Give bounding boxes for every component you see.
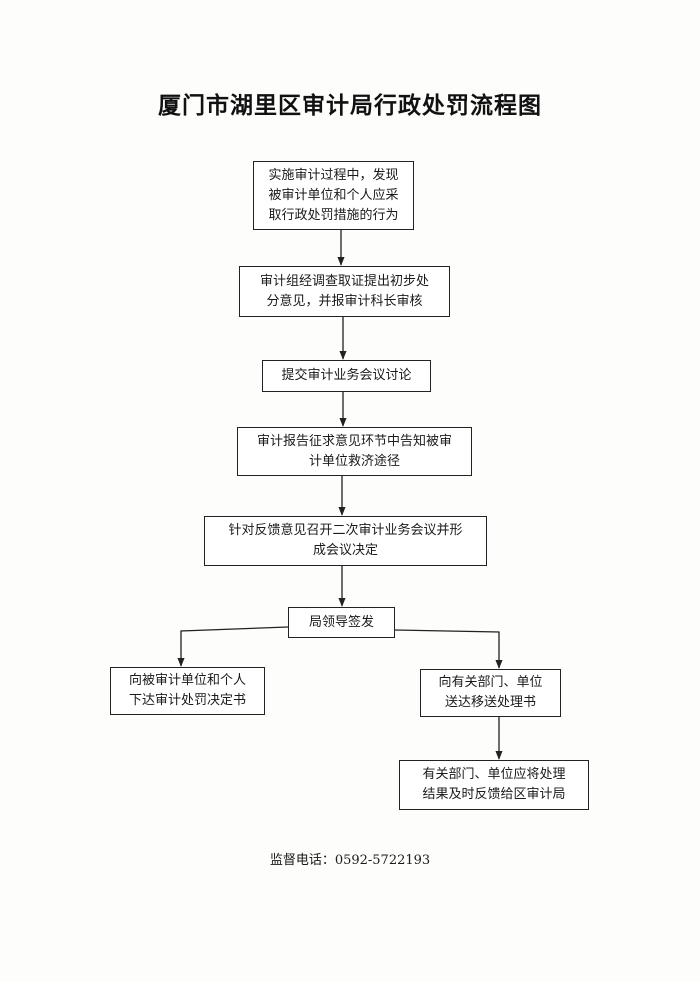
arrow-step6-to-step7 <box>177 626 289 667</box>
step-1-line-2: 被审计单位和个人应采 <box>268 187 399 203</box>
step-9-line-1: 有关部门、单位应将处理 <box>422 767 566 782</box>
step-5-box: 针对反馈意见召开二次审计业务会议并形 成会议决定 <box>204 516 487 566</box>
step-3-line-1: 提交审计业务会议讨论 <box>281 368 412 383</box>
step-4-line-2: 计单位救济途径 <box>308 453 400 469</box>
step-8-line-2: 送达移送处理书 <box>444 695 536 710</box>
step-7-line-1: 向被审计单位和个人 <box>128 673 246 688</box>
step-2-box: 审计组经调查取证提出初步处 分意见，并报审计科长审核 <box>239 266 450 317</box>
step-7-line-2: 下达审计处罚决定书 <box>128 693 246 708</box>
arrow-step6-to-step8 <box>394 629 503 669</box>
step-5-line-1: 针对反馈意见召开二次审计业务会议并形 <box>228 523 463 538</box>
step-2-line-1: 审计组经调查取证提出初步处 <box>259 273 429 289</box>
step-3-box: 提交审计业务会议讨论 <box>262 360 431 392</box>
supervision-phone: 监督电话：0592-5722193 <box>269 853 431 868</box>
step-6-line-1: 局领导签发 <box>308 614 374 630</box>
step-1-line-3: 取行政处罚措施的行为 <box>268 207 399 223</box>
step-4-line-1: 审计报告征求意见环节中告知被审 <box>256 433 452 449</box>
step-8-line-1: 向有关部门、单位 <box>438 675 543 690</box>
step-5-line-2: 成会议决定 <box>312 543 378 558</box>
step-7-box: 向被审计单位和个人 下达审计处罚决定书 <box>110 667 265 715</box>
step-8-box: 向有关部门、单位 送达移送处理书 <box>420 669 561 717</box>
step-1-line-1: 实施审计过程中，发现 <box>268 167 399 183</box>
step-2-line-2: 分意见，并报审计科长审核 <box>266 293 423 309</box>
step-1-box: 实施审计过程中，发现 被审计单位和个人应采 取行政处罚措施的行为 <box>253 161 414 230</box>
step-9-line-2: 结果及时反馈给区审计局 <box>422 787 566 802</box>
step-6-box: 局领导签发 <box>288 607 395 638</box>
step-4-box: 审计报告征求意见环节中告知被审 计单位救济途径 <box>237 427 472 476</box>
step-9-box: 有关部门、单位应将处理 结果及时反馈给区审计局 <box>399 760 589 810</box>
page-title: 厦门市湖里区审计局行政处罚流程图 <box>158 92 542 119</box>
